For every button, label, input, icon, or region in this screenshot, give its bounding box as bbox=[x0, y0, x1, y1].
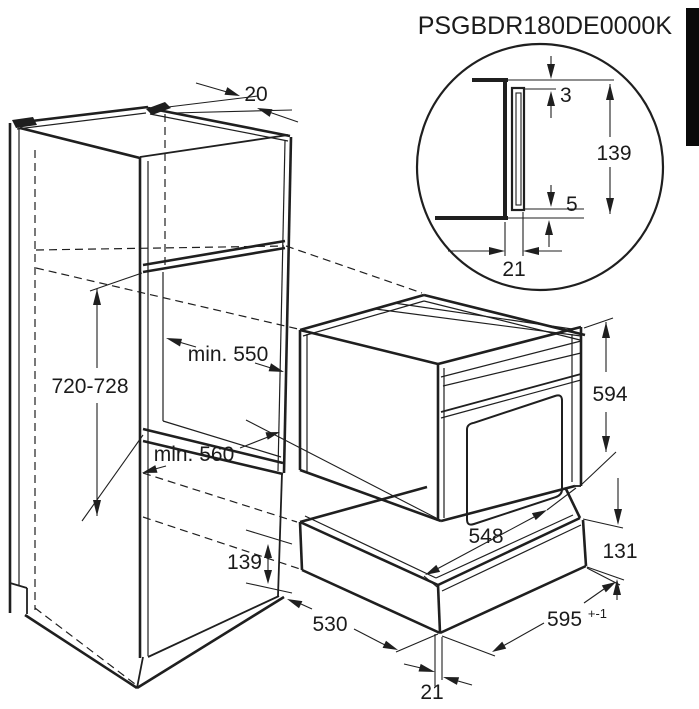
detail-circle: 3 139 5 21 bbox=[415, 42, 665, 292]
dim-drawer-height: 131 bbox=[582, 478, 638, 600]
dim-trim-height: 139 bbox=[227, 529, 293, 594]
dim-niche-depth: min. 550 bbox=[166, 338, 284, 372]
cabinet-drawing bbox=[8, 102, 441, 690]
dim-niche-width: min. 560 bbox=[142, 432, 280, 473]
dim-drawer-width: 595 +-1 bbox=[441, 567, 621, 657]
dim-label-139-detail: 139 bbox=[596, 142, 631, 165]
dim-label-min-560: min. 560 bbox=[154, 443, 235, 466]
dim-door-width: 530 bbox=[287, 599, 439, 653]
drawer-drawing bbox=[298, 485, 588, 635]
dim-label-530: 530 bbox=[312, 613, 347, 636]
dim-label-21-detail: 21 bbox=[502, 258, 525, 281]
dim-label-594: 594 bbox=[592, 383, 627, 406]
screen-edge-marker bbox=[686, 8, 699, 146]
dim-label-20: 20 bbox=[244, 83, 267, 106]
dim-detail-trim-height: 139 bbox=[596, 84, 632, 214]
panel-edge-cap-back bbox=[146, 102, 171, 115]
dim-label-548: 548 bbox=[468, 525, 503, 548]
dim-front-offset: 21 bbox=[403, 634, 473, 704]
panel-edge-cap-left bbox=[12, 117, 37, 128]
dim-label-min-550: min. 550 bbox=[188, 343, 269, 366]
dim-oven-height: 594 bbox=[579, 317, 628, 487]
dim-top-clearance: 20 bbox=[167, 82, 299, 123]
oven-door-window bbox=[466, 394, 563, 526]
dim-label-21: 21 bbox=[420, 681, 443, 704]
model-code-title: PSGBDR180DE0000K bbox=[418, 12, 673, 40]
dim-label-595-tolerance: +-1 bbox=[588, 606, 607, 621]
dim-detail-overlap: 21 bbox=[448, 212, 562, 281]
dim-label-139: 139 bbox=[227, 551, 262, 574]
dim-label-595-value: 595 bbox=[547, 608, 582, 631]
dim-niche-height: 720-728 bbox=[51, 272, 144, 522]
dim-detail-top-gap: 3 bbox=[547, 56, 572, 118]
dim-detail-bottom-gap: 5 bbox=[545, 185, 578, 247]
dim-label-3: 3 bbox=[560, 84, 572, 107]
dim-label-131: 131 bbox=[602, 540, 637, 563]
oven-drawing bbox=[298, 293, 586, 526]
dim-oven-body-depth: 548 bbox=[423, 487, 577, 588]
dim-label-595: 595 +-1 bbox=[547, 606, 607, 631]
dim-label-5: 5 bbox=[566, 193, 578, 216]
dim-label-720-728: 720-728 bbox=[51, 375, 128, 398]
